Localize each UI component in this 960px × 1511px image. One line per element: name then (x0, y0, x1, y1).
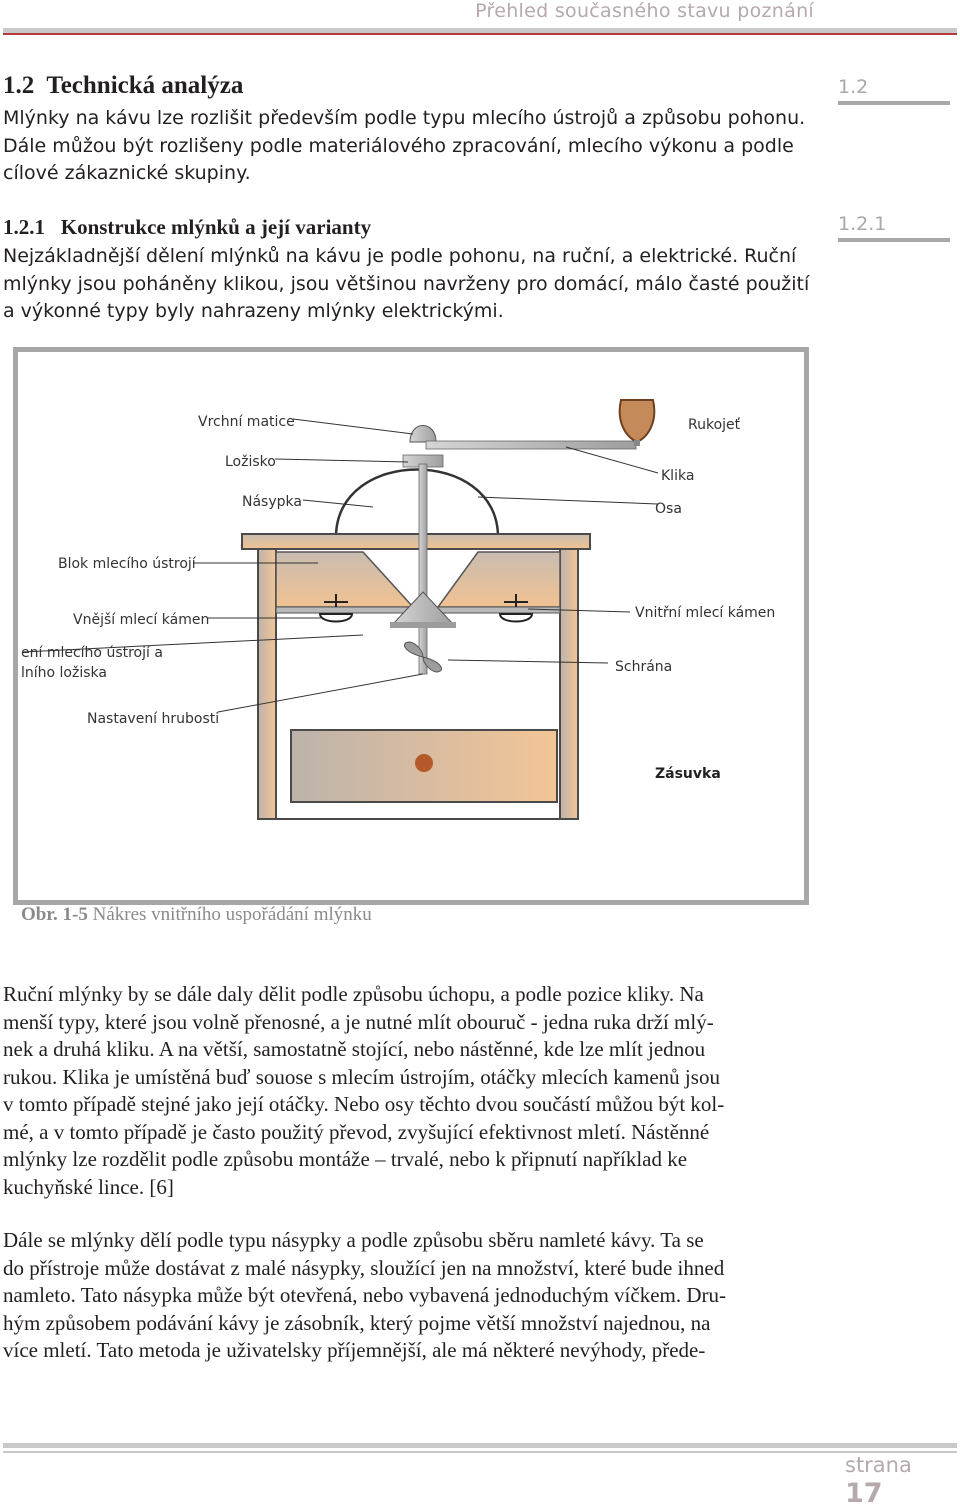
body-paragraph-1: Ruční mlýnky by se dále daly dělit podle… (3, 981, 816, 1201)
hopper-dome (334, 468, 500, 538)
text-line: namleto. Tato násypka může být otevřená,… (3, 1283, 727, 1307)
subsection-number: 1.2.1 (3, 215, 45, 239)
right-wall (559, 548, 579, 820)
text-line: Dále se mlýnky dělí podle typu násypky a… (3, 1228, 704, 1252)
label-schrana: Schrána (615, 659, 672, 675)
label-klika: Klika (661, 468, 694, 484)
hanger-right (498, 594, 534, 623)
intro-paragraph: Mlýnky na kávu lze rozlišit především po… (3, 105, 816, 188)
drawer-knob (415, 754, 433, 772)
page-number: 17 (845, 1478, 883, 1509)
top-nut (409, 425, 437, 443)
text-line: mlýnky lze rozdělit podle způsobu montáž… (3, 1147, 688, 1171)
handle-knob (618, 399, 656, 444)
leader-lines (22, 418, 659, 713)
text-line: rukou. Klika je umístěná buď souose s ml… (3, 1064, 720, 1089)
bottom-rule (3, 1443, 957, 1448)
page-label: strana (845, 1453, 912, 1477)
outer-stone-left (275, 551, 415, 608)
text-line: hým způsobem podávání kávy je zásobník, … (3, 1310, 711, 1335)
side-marker-subsection: 1.2.1 (838, 213, 887, 235)
adjuster-propeller (403, 641, 443, 673)
axle (418, 463, 428, 675)
cone-base (390, 622, 456, 628)
text-line: v tomto případě stejné jako její otáčky.… (3, 1092, 725, 1116)
text-line: mlýnky jsou poháněny klikou, jsou většin… (3, 272, 810, 295)
label-vrchni-matice: Vrchní matice (198, 414, 295, 430)
outer-stone-right (436, 551, 561, 608)
label-uchyceni-2: lního ložiska (21, 665, 107, 681)
drawer (290, 729, 558, 803)
section-title: Technická analýza (46, 72, 244, 99)
handle-stem (634, 440, 640, 446)
hanger-left (318, 594, 354, 623)
label-vnejsi-kamen: Vnější mlecí kámen (73, 612, 209, 628)
caption-label: Obr. 1-5 (21, 904, 88, 925)
side-marker-section: 1.2 (838, 76, 869, 98)
figure-caption: Obr. 1-5 Nákres vnitřního uspořádání mlý… (21, 904, 372, 926)
crank-arm (425, 440, 637, 450)
caption-text: Nákres vnitřního uspořádání mlýnku (87, 904, 372, 925)
text-line: do přístroje může dostávat z malé násypk… (3, 1255, 725, 1280)
text-line: nek a druhá kliku. A na větší, samostatn… (3, 1037, 706, 1061)
body-paragraph-2: Dále se mlýnky dělí podle typu násypky a… (3, 1227, 816, 1365)
top-rule (3, 28, 957, 35)
label-uchyceni-1: ení mlecího ústrojí a (21, 645, 163, 661)
label-lozisko: Ložisko (225, 454, 276, 470)
section-number: 1.2 (3, 72, 35, 99)
text-line: menší typy, které jsou volně přenosné, a… (3, 1009, 714, 1034)
label-blok: Blok mlecího ústrojí (58, 556, 197, 572)
text-line: Ruční mlýnky by se dále daly dělit podle… (3, 982, 704, 1006)
bottom-rule-thin (3, 1451, 957, 1453)
coffee-grinder-diagram: Vrchní matice Rukojeť Ložisko Klika Násy… (21, 399, 775, 820)
subsection-heading: 1.2.1 Konstrukce mlýnků a její varianty (3, 215, 371, 240)
text-line: a výkonné typy byly nahrazeny mlýnky ele… (3, 300, 504, 322)
label-nasypka: Násypka (242, 494, 302, 510)
running-head: Přehled současného stavu poznání (475, 0, 814, 22)
figure-frame: Vrchní matice Rukojeť Ložisko Klika Násy… (13, 347, 809, 905)
text-line: Dále můžou být rozlišeny podle materiálo… (3, 134, 794, 157)
top-board (241, 533, 591, 550)
subsection-title: Konstrukce mlýnků a její varianty (60, 215, 372, 239)
text-line: Nejzákladnější dělení mlýnků na kávu je … (3, 245, 797, 267)
text-line: mé, a v tomto případě je často použitý p… (3, 1119, 710, 1144)
label-osa: Osa (655, 501, 682, 517)
subsection-paragraph: Nejzákladnější dělení mlýnků na kávu je … (3, 243, 816, 326)
label-rukojet: Rukojeť (688, 417, 741, 433)
label-zasuvka: Zásuvka (655, 766, 721, 782)
label-vnitrni-kamen: Vnitřní mlecí kámen (635, 605, 775, 621)
text-line: kuchyňské lince. [6] (3, 1174, 174, 1199)
side-marker-rule (838, 101, 950, 105)
side-marker-rule (838, 238, 950, 242)
text-line: Mlýnky na kávu lze rozlišit především po… (3, 107, 806, 129)
label-nastaveni: Nastavení hrubosti (87, 711, 219, 727)
text-line: cílové zákaznické skupiny. (3, 162, 251, 184)
left-wall (257, 548, 277, 820)
text-line: více mletí. Tato metoda je uživatelsky p… (3, 1338, 706, 1362)
section-heading: 1.2 Technická analýza (3, 72, 243, 100)
